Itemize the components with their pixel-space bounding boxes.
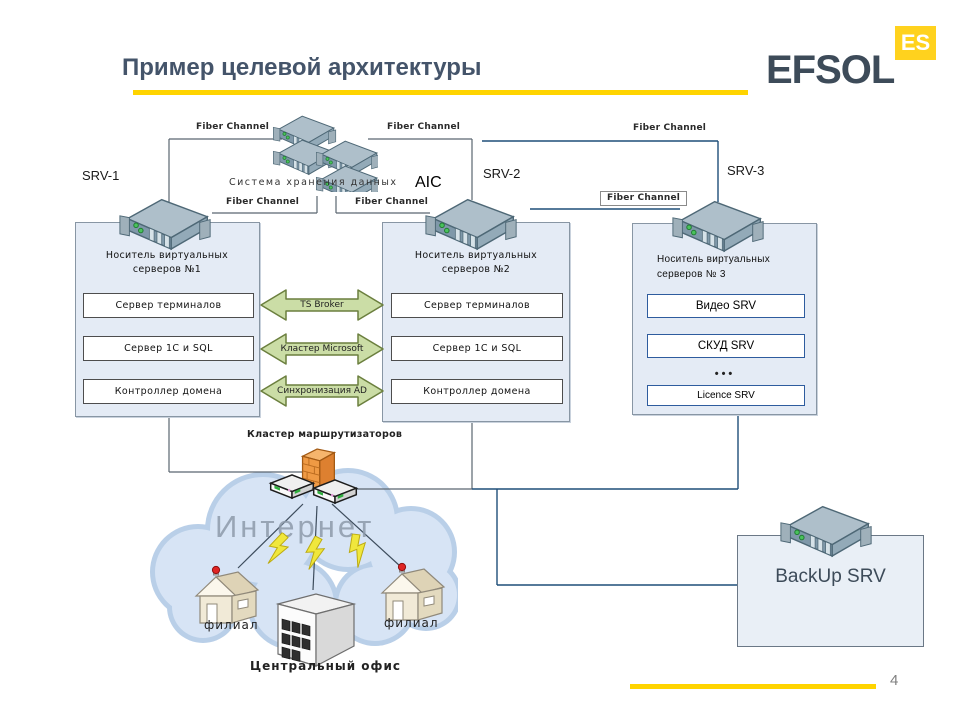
server-icon-srv2 [424, 192, 519, 251]
link-label-ms-cluster: Кластер Microsoft [280, 344, 364, 354]
host-3-item: СКУД SRV [647, 334, 805, 358]
aic-label: AIC [415, 174, 442, 191]
link-label-ts-broker: TS Broker [300, 300, 344, 310]
srv2-label: SRV-2 [483, 166, 521, 181]
server-icon-backup [779, 499, 874, 558]
branch-house-icon [378, 562, 450, 624]
fiber-channel-label: Fiber Channel [226, 197, 300, 207]
host-2-item: Контроллер домена [391, 379, 563, 404]
link-label-ad-sync: Синхронизация AD [277, 386, 367, 396]
srv1-label: SRV-1 [82, 168, 120, 183]
fiber-channel-label: Fiber Channel [196, 122, 270, 132]
branch-label: филиал [384, 616, 439, 630]
host-2-item: Сервер терминалов [391, 293, 563, 318]
host-1-item: Контроллер домена [83, 379, 254, 404]
host-2-item: Сервер 1С и SQL [391, 336, 563, 361]
host-1-item: Сервер терминалов [83, 293, 254, 318]
page-number: 4 [890, 672, 899, 689]
host-1-item: Сервер 1С и SQL [83, 336, 254, 361]
lightning-icon [304, 535, 326, 570]
branch-label: филиал [204, 618, 259, 632]
footer-accent-line [630, 684, 876, 689]
host-3-ellipsis: ••• [714, 368, 736, 380]
office-building-icon [268, 586, 364, 670]
fiber-channel-label: Fiber Channel [633, 123, 707, 133]
host-2-title: Носитель виртуальных серверов №2 [414, 250, 538, 276]
storage-system-label: Система хранения данных [229, 177, 398, 188]
backup-box: BackUp SRV [737, 535, 924, 647]
host-box-3: Носитель виртуальных серверов № 3 Видео … [632, 223, 817, 415]
fiber-channel-label: Fiber Channel [355, 197, 429, 207]
fiber-channel-label: Fiber Channel [387, 122, 461, 132]
host-box-1: Носитель виртуальных серверов №1 Сервер … [75, 222, 260, 417]
router-icon [310, 477, 360, 505]
title-underline [133, 90, 748, 95]
host-3-item: Licence SRV [647, 385, 805, 406]
office-label: Центральный офис [250, 659, 401, 673]
page-title: Пример целевой архитектуры [122, 54, 482, 81]
host-3-title: Носитель виртуальных серверов № 3 [657, 254, 771, 280]
host-1-title: Носитель виртуальных серверов №1 [105, 250, 229, 276]
router-cluster-label: Кластер маршрутизаторов [247, 429, 403, 440]
host-box-2: Носитель виртуальных серверов №2 Сервер … [382, 222, 570, 422]
logo-badge: ES [895, 26, 936, 60]
server-icon-srv1 [118, 192, 213, 251]
srv3-label: SRV-3 [727, 163, 765, 178]
logo-text: EFSOL [766, 48, 895, 92]
backup-label: BackUp SRV [775, 566, 886, 587]
host-3-item: Видео SRV [647, 294, 805, 318]
fiber-channel-label-boxed: Fiber Channel [600, 191, 688, 206]
